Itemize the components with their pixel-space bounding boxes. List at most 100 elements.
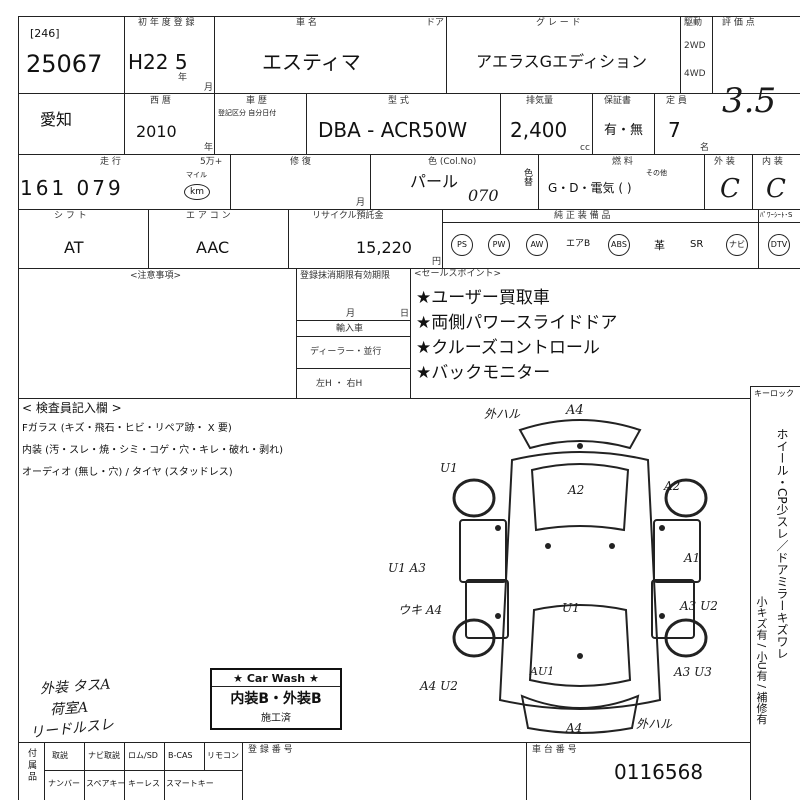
fuel-value: G・D・電気 ( ) bbox=[548, 181, 632, 195]
door-label: ドア bbox=[426, 18, 445, 28]
reg-month: 月 bbox=[346, 309, 356, 319]
repair-label: 修 復 bbox=[290, 157, 311, 167]
row-line bbox=[296, 368, 410, 369]
mark-right-mid: A1 bbox=[684, 551, 701, 565]
mark-left-lower: ウキ A4 bbox=[398, 603, 443, 617]
accessory-item: ナンバー bbox=[48, 779, 80, 788]
capacity-unit: 名 bbox=[700, 143, 710, 153]
year-unit-2: 年 bbox=[204, 143, 214, 153]
equip-airbag: エアB bbox=[566, 239, 591, 249]
ac-value: AAC bbox=[196, 238, 230, 257]
warranty-value: 有・無 bbox=[604, 123, 644, 138]
glass-line: Fガラス (キズ・飛石・ヒビ・リペア跡・ X 要) bbox=[22, 423, 232, 434]
col-line bbox=[84, 742, 85, 800]
row-line bbox=[18, 742, 750, 743]
car-wash-title: ★ Car Wash ★ bbox=[233, 672, 319, 685]
mileage-value: 161 079 bbox=[20, 176, 124, 200]
car-diagram bbox=[452, 419, 708, 734]
mark-right-lower: A3 U2 bbox=[680, 599, 718, 613]
car-wash-grade: 内装B・外装B bbox=[230, 691, 322, 707]
col-line bbox=[680, 16, 681, 94]
col-line bbox=[124, 742, 125, 800]
frame-left bbox=[18, 16, 19, 800]
col-line bbox=[712, 16, 713, 94]
history-label: 車 歴 bbox=[246, 96, 267, 106]
chassis-label: 車 台 番 号 bbox=[532, 745, 577, 755]
equip-sr: SR bbox=[690, 239, 704, 250]
row-line bbox=[750, 386, 800, 387]
handwritten-note: リードルスレ bbox=[29, 716, 115, 742]
capacity-value: 7 bbox=[668, 118, 681, 142]
sales-label: <セールスポイント> bbox=[414, 269, 502, 279]
handwritten-note: 外装 タスA bbox=[39, 676, 112, 698]
row-line bbox=[18, 154, 800, 155]
mileage-unit-mile: マイル bbox=[186, 171, 207, 179]
mark-front-center: A2 bbox=[568, 483, 585, 497]
accessories-label: 付 属 品 bbox=[26, 748, 36, 781]
ext-label: 外 装 bbox=[714, 157, 735, 167]
interior-line: 内装 (汚・スレ・焼・シミ・コゲ・穴・キレ・破れ・剥れ) bbox=[22, 445, 283, 456]
score-label: 評 価 点 bbox=[722, 18, 755, 28]
dealer-label: ディーラー・並行 bbox=[310, 347, 382, 357]
col-line bbox=[758, 209, 759, 268]
col-line bbox=[230, 154, 231, 209]
car-wash-divider bbox=[212, 686, 340, 687]
reg-deadline-label: 登録抹消期限有効期限 bbox=[300, 271, 391, 281]
cc-unit: cc bbox=[580, 143, 590, 153]
mark-front-right: A2 bbox=[664, 479, 681, 493]
accessory-item: ナビ取説 bbox=[88, 751, 120, 760]
col-line bbox=[410, 268, 411, 398]
int-label: 内 装 bbox=[762, 157, 783, 167]
equip-label: 純 正 装 備 品 bbox=[554, 211, 611, 221]
col-line bbox=[214, 93, 215, 154]
col-line bbox=[750, 386, 751, 800]
col-line bbox=[242, 742, 243, 800]
col-line bbox=[370, 154, 371, 209]
mark-center: U1 bbox=[562, 601, 580, 615]
accessory-item: スマートキー bbox=[166, 779, 214, 788]
side-note-2: 小キズ有 / 小U有 / 補修有 bbox=[755, 596, 768, 725]
year-unit: 年 bbox=[178, 73, 188, 83]
first-reg-label: 初 年 度 登 録 bbox=[138, 18, 195, 28]
sales-point: ★ユーザー買取車 bbox=[416, 288, 550, 308]
history-sub: 登記区分 自分日付 bbox=[218, 109, 277, 117]
month-unit: 月 bbox=[204, 83, 214, 93]
first-reg-value: H22 5 bbox=[128, 50, 188, 74]
lot-box: [246] bbox=[30, 27, 60, 40]
drive-4wd: 4WD bbox=[684, 69, 706, 79]
drive-label: 駆動 bbox=[684, 18, 703, 28]
accessory-item: 取説 bbox=[52, 751, 68, 760]
color-change: 色替 bbox=[522, 168, 532, 186]
color-label: 色 (Col.No) bbox=[428, 157, 477, 167]
mark-top-left: 外ハル bbox=[484, 407, 521, 421]
shift-value: AT bbox=[64, 238, 84, 257]
power-seat-label: ﾊﾟﾜｰｼｰﾄ･S bbox=[760, 211, 793, 219]
row-line bbox=[18, 268, 800, 269]
model-label: 型 式 bbox=[388, 96, 409, 106]
row-line bbox=[442, 222, 800, 223]
col-line bbox=[296, 268, 297, 398]
recycle-value: 15,220 bbox=[356, 238, 412, 257]
col-line bbox=[214, 16, 215, 94]
recycle-label: リサイクル預託金 bbox=[312, 211, 384, 221]
accessory-item: キーレス bbox=[128, 779, 160, 788]
col-line bbox=[704, 154, 705, 209]
color-code: 070 bbox=[468, 186, 499, 205]
accessory-item: ロム/SD bbox=[128, 751, 158, 760]
chassis-value: 0116568 bbox=[614, 760, 704, 784]
equip-abs: ABS bbox=[608, 234, 630, 256]
row-line bbox=[18, 398, 750, 399]
mileage-label: 走 行 bbox=[100, 157, 121, 167]
int-value: C bbox=[766, 174, 786, 204]
model-value: DBA - ACR50W bbox=[318, 118, 468, 142]
mark-rear-right: A3 U3 bbox=[674, 665, 712, 679]
frame-top bbox=[18, 16, 800, 17]
reg-number-label: 登 録 番 号 bbox=[248, 745, 293, 755]
col-line bbox=[592, 93, 593, 154]
col-line bbox=[164, 742, 165, 800]
region: 愛知 bbox=[40, 110, 73, 129]
repair-month: 月 bbox=[356, 198, 366, 208]
lot-number: 25067 bbox=[26, 50, 103, 78]
col-line bbox=[752, 154, 753, 209]
